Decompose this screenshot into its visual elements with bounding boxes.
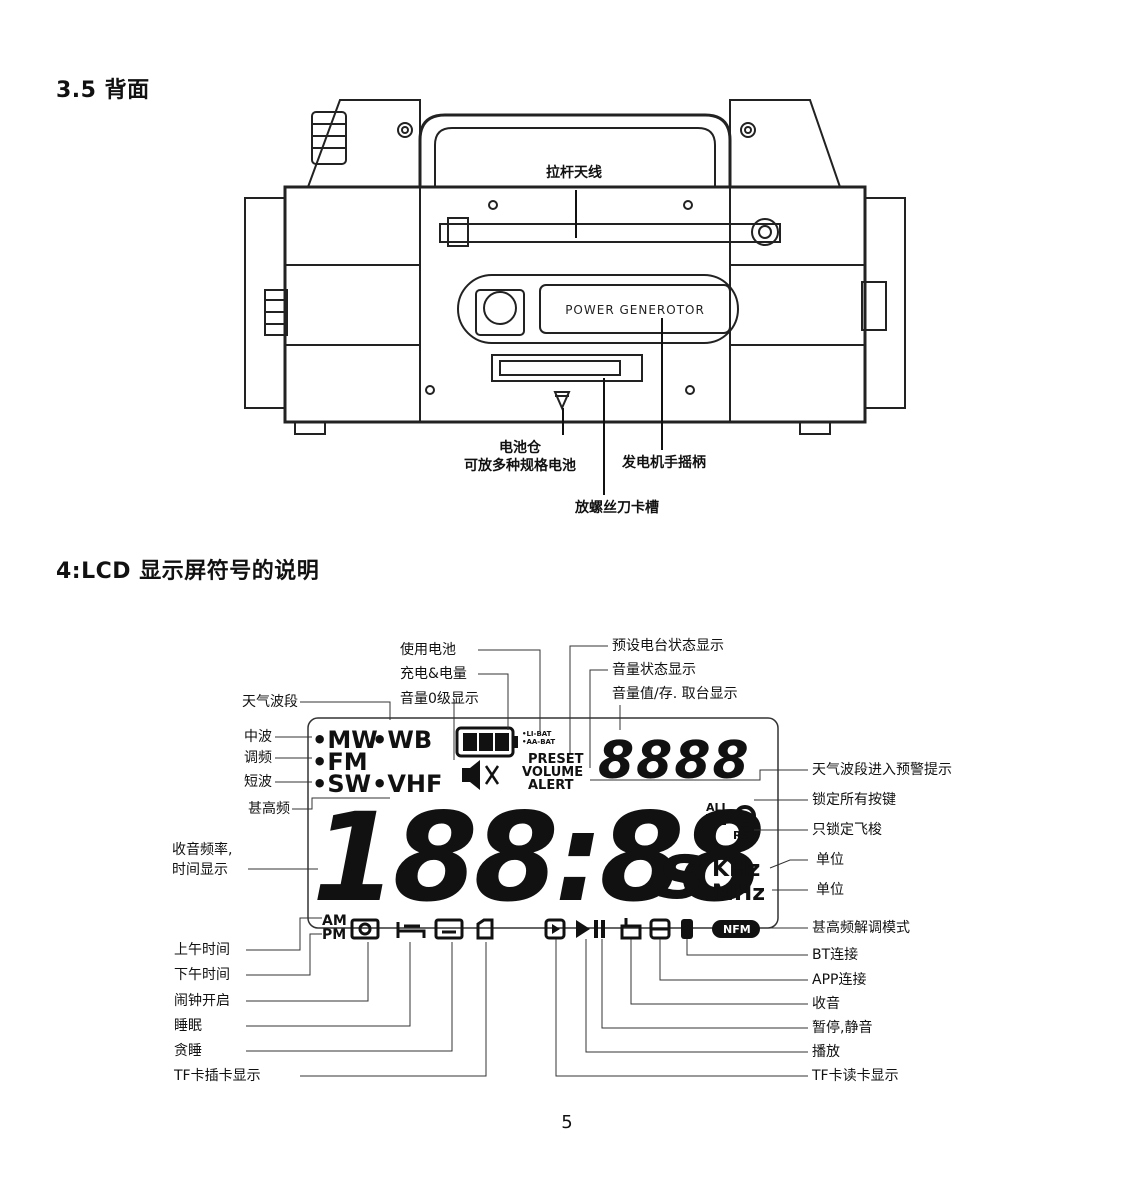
label-pm: 下午时间 [174, 967, 230, 983]
label-volume-value: 音量值/存. 取台显示 [612, 686, 738, 702]
app-icon [649, 918, 671, 940]
lcd-li-bat: •LI-BAT [522, 730, 552, 738]
callout-screwdriver: 放螺丝刀卡槽 [575, 500, 659, 516]
label-sleep: 睡眠 [174, 1018, 202, 1034]
label-vhf: 甚高频 [248, 801, 290, 817]
lcd-mhz: MHz [712, 881, 765, 906]
key-icon [706, 805, 756, 827]
label-charge-level: 充电&电量 [400, 666, 467, 682]
label-lock-rs: 只锁定飞梭 [812, 822, 882, 838]
label-volume-status: 音量状态显示 [612, 662, 696, 678]
lcd-volume: VOLUME [522, 765, 583, 780]
label-app: APP连接 [812, 972, 867, 988]
lcd-aa-bat: •AA-BAT [522, 738, 555, 746]
callout-battery-line2: 可放多种规格电池 [464, 458, 576, 474]
page-number: 5 [561, 1112, 573, 1133]
alarm-icon [350, 918, 380, 940]
lcd-nfm: NFM [723, 923, 751, 936]
label-snooze: 贪睡 [174, 1043, 202, 1059]
label-unit-khz: 单位 [816, 852, 844, 868]
label-mw: 中波 [244, 729, 272, 745]
radio-icon [620, 918, 642, 940]
label-fm: 调频 [244, 750, 272, 766]
label-weather-alert: 天气波段进入预警提示 [812, 762, 952, 778]
label-sw: 短波 [244, 774, 272, 790]
label-weather-band: 天气波段 [242, 694, 298, 710]
lcd-am: AM [322, 913, 347, 929]
battery-icon [455, 726, 518, 758]
bluetooth-icon [681, 919, 693, 939]
callout-antenna: 拉杆天线 [546, 165, 602, 181]
mute-icon [462, 760, 500, 790]
tf-card-read-icon [544, 918, 566, 940]
lcd-sw: •SW [312, 770, 371, 798]
lcd-small-digits: 8888 [598, 731, 751, 791]
callout-generator: 发电机手摇柄 [622, 455, 706, 471]
label-freq-line2: 时间显示 [172, 862, 228, 878]
section-title-lcd: 4:LCD 显示屏符号的说明 [56, 559, 320, 584]
lcd-diagram: •MW •WB •FM •SW •VHF •LI-BAT •AA-BAT PRE… [246, 645, 808, 1077]
label-nfm: 甚高频解调模式 [812, 920, 910, 936]
label-pause: 暂停,静音 [812, 1020, 873, 1036]
label-tf-insert: TF卡插卡显示 [174, 1068, 261, 1084]
nfm-badge [712, 920, 760, 938]
label-preset-status: 预设电台状态显示 [612, 638, 724, 654]
label-lock-all: 锁定所有按键 [812, 792, 896, 808]
label-am: 上午时间 [174, 942, 230, 958]
lcd-all: ALL [706, 801, 729, 814]
lcd-alert: ALERT [528, 778, 574, 793]
label-play: 播放 [812, 1044, 840, 1060]
snooze-icon [434, 918, 464, 940]
device-plate-text: POWER GENEROTOR [565, 303, 705, 317]
lcd-fm: •FM [312, 748, 368, 776]
label-battery-use: 使用电池 [400, 642, 456, 658]
tf-card-insert-icon [476, 918, 494, 940]
play-pause-icon [576, 920, 605, 938]
lcd-khz: KHz [712, 857, 760, 882]
label-tf-read: TF卡读卡显示 [812, 1068, 899, 1084]
device-back-illustration: POWER GENEROTOR [244, 99, 906, 495]
label-bt: BT连接 [812, 947, 859, 963]
lcd-vhf: •VHF [372, 770, 442, 798]
lcd-mw: •MW [312, 726, 378, 754]
lcd-big-digits: 188:88 [312, 787, 761, 929]
lcd-pm: PM [322, 927, 346, 943]
label-volume-zero: 音量0级显示 [400, 691, 479, 707]
lcd-preset: PRESET [528, 752, 584, 767]
label-radio: 收音 [812, 996, 840, 1012]
label-unit-mhz: 单位 [816, 882, 844, 898]
label-alarm: 闹钟开启 [174, 993, 230, 1009]
callout-battery-line1: 电池仓 [499, 440, 541, 456]
sleep-icon [396, 922, 426, 938]
lcd-rs: RS [733, 829, 749, 842]
section-title-back: 3.5 背面 [56, 78, 150, 103]
label-freq-line1: 收音频率, [172, 842, 233, 858]
lcd-wb: •WB [372, 726, 432, 754]
lcd-seconds: s [658, 827, 704, 917]
